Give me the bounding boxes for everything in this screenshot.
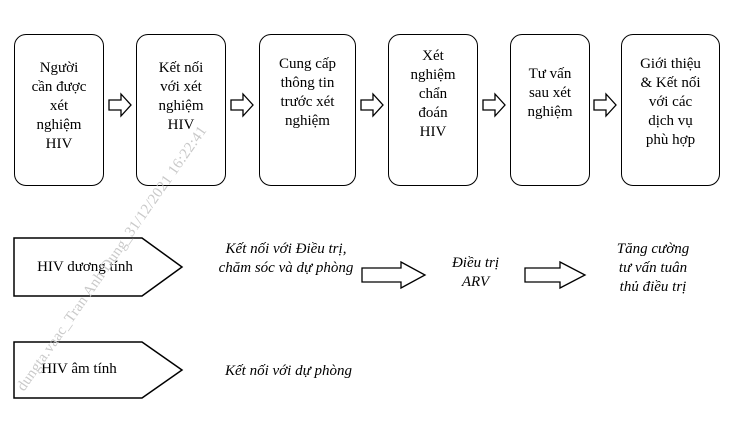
flow-arrow-4 [482, 92, 506, 118]
flow-step-1-text: Người cần được xét nghiệm HIV [31, 60, 87, 152]
positive-arrow-2 [524, 260, 587, 290]
positive-step-3: Tăng cường tư vấn tuân thủ điều trị [616, 241, 690, 295]
positive-label: HIV dương tính [37, 259, 133, 275]
negative-step-1: Kết nối với dự phòng [224, 363, 352, 379]
flow-arrow-2 [230, 92, 254, 118]
flow-arrow-3 [360, 92, 384, 118]
flow-step-2-text: Kết nối với xét nghiệm HIV [158, 60, 204, 133]
flow-arrow-1 [108, 92, 132, 118]
flow-step-3-text: Cung cấp thông tin trước xét nghiệm [278, 56, 337, 129]
flow-step-3: Cung cấp thông tin trước xét nghiệm [259, 34, 356, 186]
flow-step-4-text: Xét nghiệm chẩn đoán HIV [410, 48, 456, 140]
negative-label-shape [13, 341, 184, 399]
positive-step-1: Kết nối với Điều trị, chăm sóc và dự phò… [218, 241, 354, 276]
flow-step-6-text: Giới thiệu & Kết nối với các dịch vụ phù… [640, 56, 701, 148]
positive-label-shape [13, 237, 184, 297]
flow-arrow-5 [593, 92, 617, 118]
flow-step-2: Kết nối với xét nghiệm HIV [136, 34, 226, 186]
positive-arrow-1 [361, 260, 427, 290]
flow-step-4: Xét nghiệm chẩn đoán HIV [388, 34, 478, 186]
negative-label: HIV âm tính [41, 361, 117, 377]
flow-step-5: Tư vấn sau xét nghiệm [510, 34, 590, 186]
positive-step-2: Điều trị ARV [451, 255, 500, 290]
flow-step-5-text: Tư vấn sau xét nghiệm [527, 66, 573, 120]
flow-step-1: Người cần được xét nghiệm HIV [14, 34, 104, 186]
flow-step-6: Giới thiệu & Kết nối với các dịch vụ phù… [621, 34, 720, 186]
